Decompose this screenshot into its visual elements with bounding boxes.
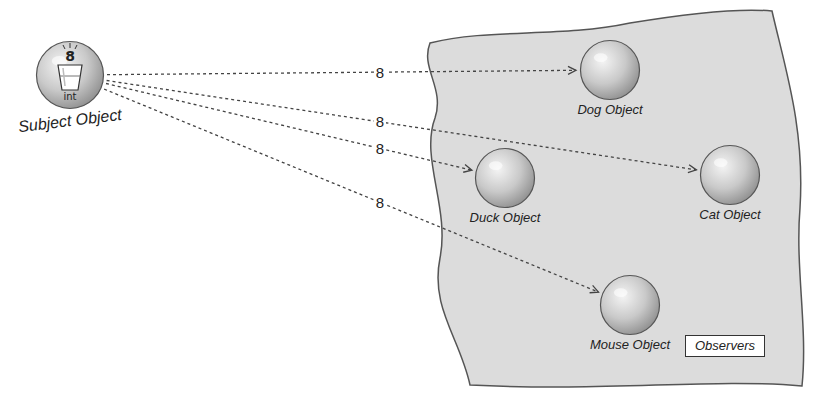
observer-object: Mouse Object bbox=[570, 274, 690, 355]
value-label: 8 bbox=[65, 49, 75, 63]
object-name: Cat Object bbox=[699, 207, 760, 223]
subject-object: 8 intSubject Object bbox=[12, 38, 128, 138]
object-name: Mouse Object bbox=[590, 337, 670, 353]
edge-label: 8 bbox=[374, 140, 386, 157]
observer-object: Duck Object bbox=[445, 147, 565, 228]
sphere bbox=[579, 39, 641, 101]
object-name: Subject Object bbox=[17, 106, 122, 137]
edge-label: 8 bbox=[374, 64, 386, 81]
edge-label: 8 bbox=[374, 194, 386, 211]
observer-region: Observers Dog ObjectDuck Object Cat Object… bbox=[410, 8, 810, 390]
object-name: Duck Object bbox=[470, 210, 541, 226]
observer-object: Cat Object bbox=[670, 144, 790, 225]
sphere bbox=[699, 144, 761, 206]
observer-object: Dog Object bbox=[550, 39, 670, 120]
edge-label: 8 bbox=[374, 113, 386, 130]
sphere bbox=[474, 147, 536, 209]
type-label: int bbox=[63, 91, 76, 102]
object-name: Dog Object bbox=[577, 102, 642, 118]
region-label: Observers bbox=[685, 335, 765, 357]
notify-arrow bbox=[106, 84, 472, 171]
sphere bbox=[599, 274, 661, 336]
